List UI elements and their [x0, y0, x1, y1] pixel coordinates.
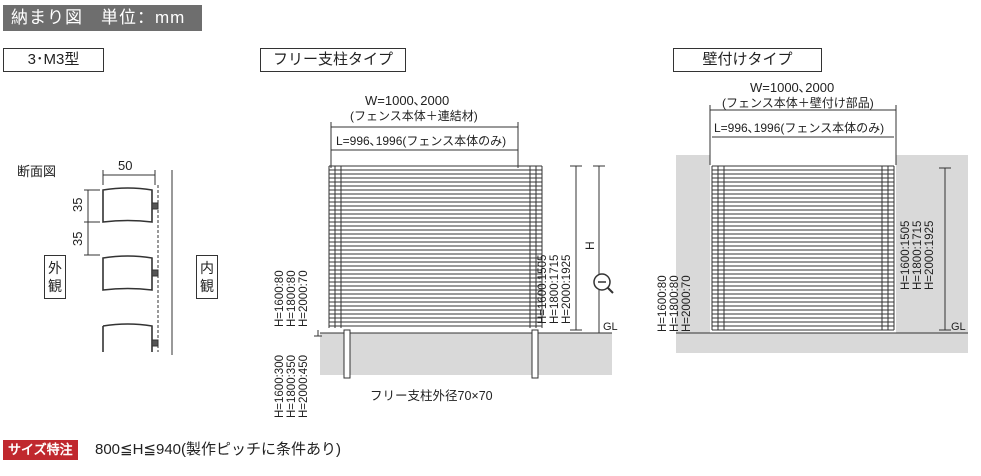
free-post-h-label: H — [583, 241, 597, 250]
section-width: 50 — [118, 158, 132, 173]
free-post-bottom-1: H=1600:80 — [274, 270, 286, 327]
wall-mount-gl: GL — [951, 321, 966, 333]
wall-mount-w-label: W=1000､2000 — [750, 80, 834, 95]
wall-mount-w-sub: (フェンス本体＋壁付け部品) — [722, 95, 874, 110]
section-diagram — [84, 170, 173, 355]
free-post-bottom-3: H=2000:70 — [298, 270, 310, 327]
free-post-note: フリー支柱外径70×70 — [370, 388, 493, 403]
free-post-embed-2: H=1800:350 — [286, 355, 298, 418]
free-post-height-3: H=2000:1925 — [561, 255, 573, 324]
free-post-w-sub: (フェンス本体＋連結材) — [350, 109, 478, 123]
section-pitch-1: 35 — [70, 198, 85, 212]
wall-mount-bottom-3: H=2000:70 — [681, 275, 693, 332]
type-label: 3･M3型 — [3, 48, 104, 72]
section-title: 断面図 — [17, 164, 57, 179]
wall-mount-bottom-2: H=1800:80 — [669, 275, 681, 332]
free-post-embed-1: H=1600:300 — [274, 355, 286, 418]
free-post-l-label: L=996､1996(フェンス本体のみ) — [336, 134, 506, 148]
page-title: 納まり図 単位：mm — [3, 5, 202, 31]
wall-mount-l-label: L=996､1996(フェンス本体のみ) — [714, 121, 884, 135]
custom-size-text: 800≦H≦940(製作ピッチに条件あり) — [95, 441, 342, 458]
inside-label: 内観 — [196, 255, 218, 299]
wall-mount-bottom-1: H=1600:80 — [657, 275, 669, 332]
free-post-label: フリー支柱タイプ — [260, 48, 406, 72]
wall-mount-label: 壁付けタイプ — [673, 48, 822, 72]
custom-size-tag: サイズ特注 — [3, 440, 78, 460]
free-post-w-label: W=1000､2000 — [365, 93, 449, 108]
outside-label: 外観 — [44, 255, 66, 299]
wall-mount-height-1: H=1600:1505 — [900, 221, 912, 290]
section-pitch-2: 35 — [70, 232, 85, 246]
wall-mount-diagram — [676, 105, 968, 353]
free-post-gl: GL — [603, 321, 618, 333]
free-post-embed-3: H=2000:450 — [298, 355, 310, 418]
wall-mount-height-3: H=2000:1925 — [924, 221, 936, 290]
free-post-height-1: H=1600:1505 — [537, 255, 549, 324]
free-post-bottom-2: H=1800:80 — [286, 270, 298, 327]
wall-mount-height-2: H=1800:1715 — [912, 221, 924, 290]
free-post-height-2: H=1800:1715 — [549, 255, 561, 324]
free-post-diagram — [314, 122, 614, 379]
